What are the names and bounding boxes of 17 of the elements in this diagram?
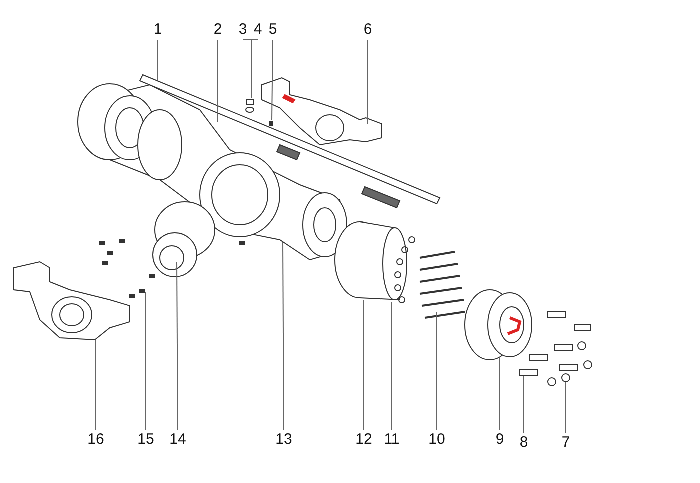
callout-number: 6 [357, 22, 379, 38]
callout-number: 12 [353, 432, 375, 448]
leader-line [282, 242, 284, 430]
callout-number: 10 [426, 432, 448, 448]
callout-number: 16 [85, 432, 107, 448]
callout-number: 7 [555, 435, 577, 451]
leader-line [436, 312, 438, 430]
callout-number: 14 [167, 432, 189, 448]
callout-number: 13 [273, 432, 295, 448]
leader-line [272, 40, 274, 120]
callout-number: 2 [207, 22, 229, 38]
callout-number: 9 [489, 432, 511, 448]
callout-number: 1 [147, 22, 169, 38]
callout-number: 8 [513, 435, 535, 451]
leader-line [176, 262, 178, 430]
callout-number: 15 [135, 432, 157, 448]
callout-number: 11 [381, 432, 403, 448]
